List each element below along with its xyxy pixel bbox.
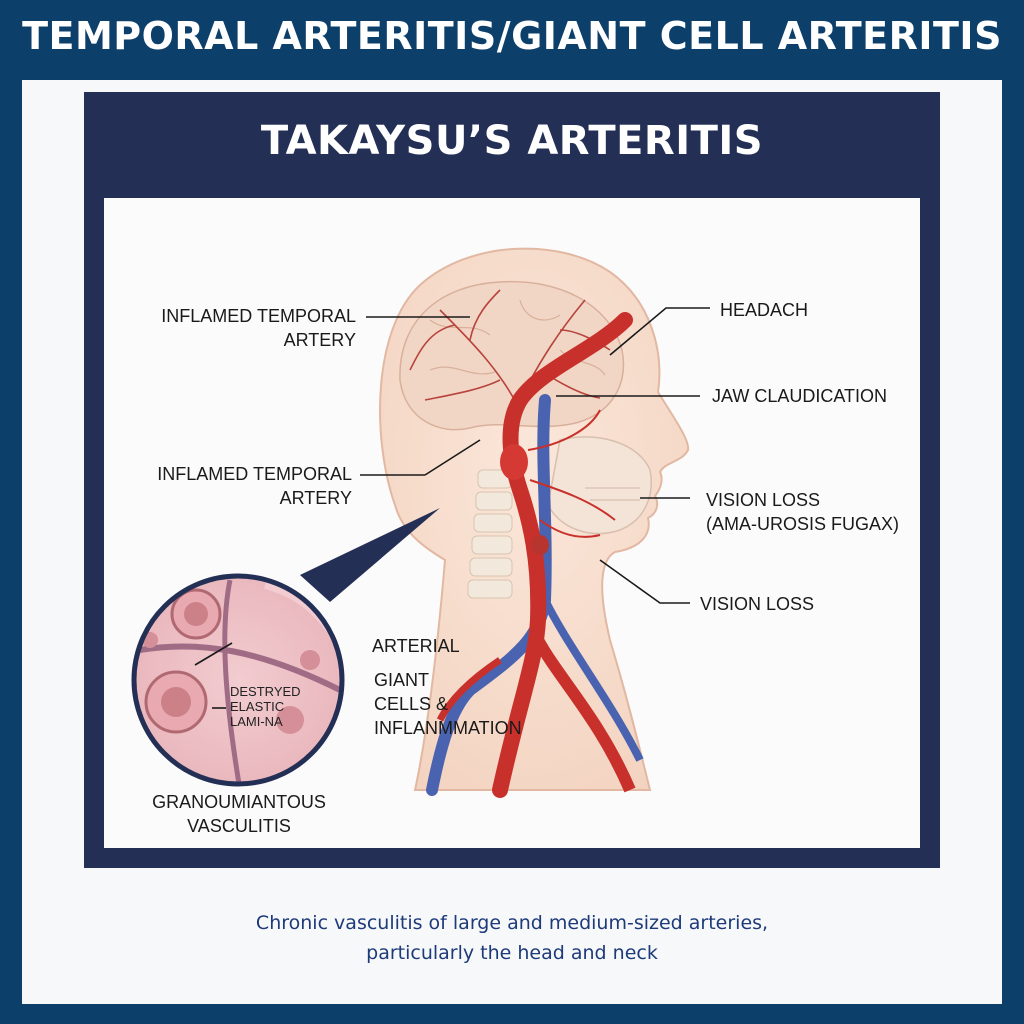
label-headache: HEADACH	[720, 300, 809, 320]
label-giant-cells: GIANT CELLS & INFLANMMATION	[374, 670, 522, 738]
cervical-spine	[467, 469, 513, 599]
histology-zoom	[131, 573, 345, 787]
label-destroyed-lamina: DESTRYED ELASTIC LAMI-NA	[230, 684, 301, 729]
inflamed-segment	[500, 444, 528, 480]
label-vision-loss: VISION LOSS	[700, 594, 815, 614]
label-inflamed-temporal-artery-lower: INFLAMED TEMPORAL ARTERY	[157, 464, 352, 508]
label-arterial: ARTERIAL	[372, 636, 460, 656]
callout-pointer	[300, 508, 440, 602]
label-jaw-claudication: JAW CLAUDICATION	[712, 386, 888, 406]
main-title: TEMPORAL ARTERITIS/GIANT CELL ARTERITIS	[22, 14, 1002, 58]
leader-lines	[194, 307, 710, 709]
label-vision-loss-amaurosis: VISION LOSS (AMA-UROSIS FUGAX)	[706, 490, 900, 534]
label-inflamed-temporal-artery-upper: INFLAMED TEMPORAL ARTERY	[161, 306, 356, 350]
temporal-artery	[492, 312, 633, 798]
diagram-title: TAKAYSU’S ARTERITIS	[260, 118, 764, 164]
jaw	[547, 436, 652, 535]
caption: Chronic vasculitis of large and medium-s…	[255, 912, 769, 964]
label-granulomatous-vasculitis: GRANOUMIANTOUS VASCULITIS	[152, 792, 326, 836]
brain	[399, 280, 625, 431]
